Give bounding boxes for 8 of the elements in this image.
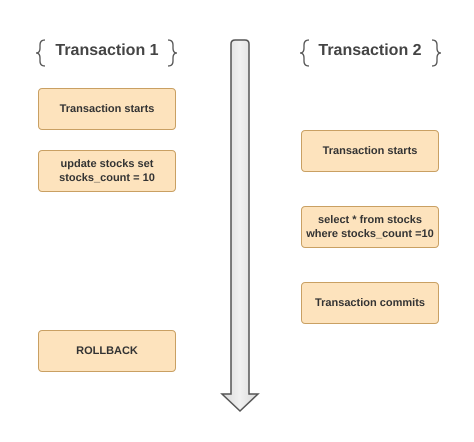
step-box: update stocks set stocks_count = 10 <box>38 150 176 192</box>
step-box: Transaction commits <box>301 282 439 324</box>
step-box: Transaction starts <box>38 88 176 130</box>
step-box: select * from stocks where stocks_count =10 <box>301 206 439 248</box>
column-heading: Transaction 1 <box>54 42 160 60</box>
column-heading: Transaction 2 <box>317 42 423 60</box>
step-box: ROLLBACK <box>38 330 176 372</box>
step-box: Transaction starts <box>301 130 439 172</box>
